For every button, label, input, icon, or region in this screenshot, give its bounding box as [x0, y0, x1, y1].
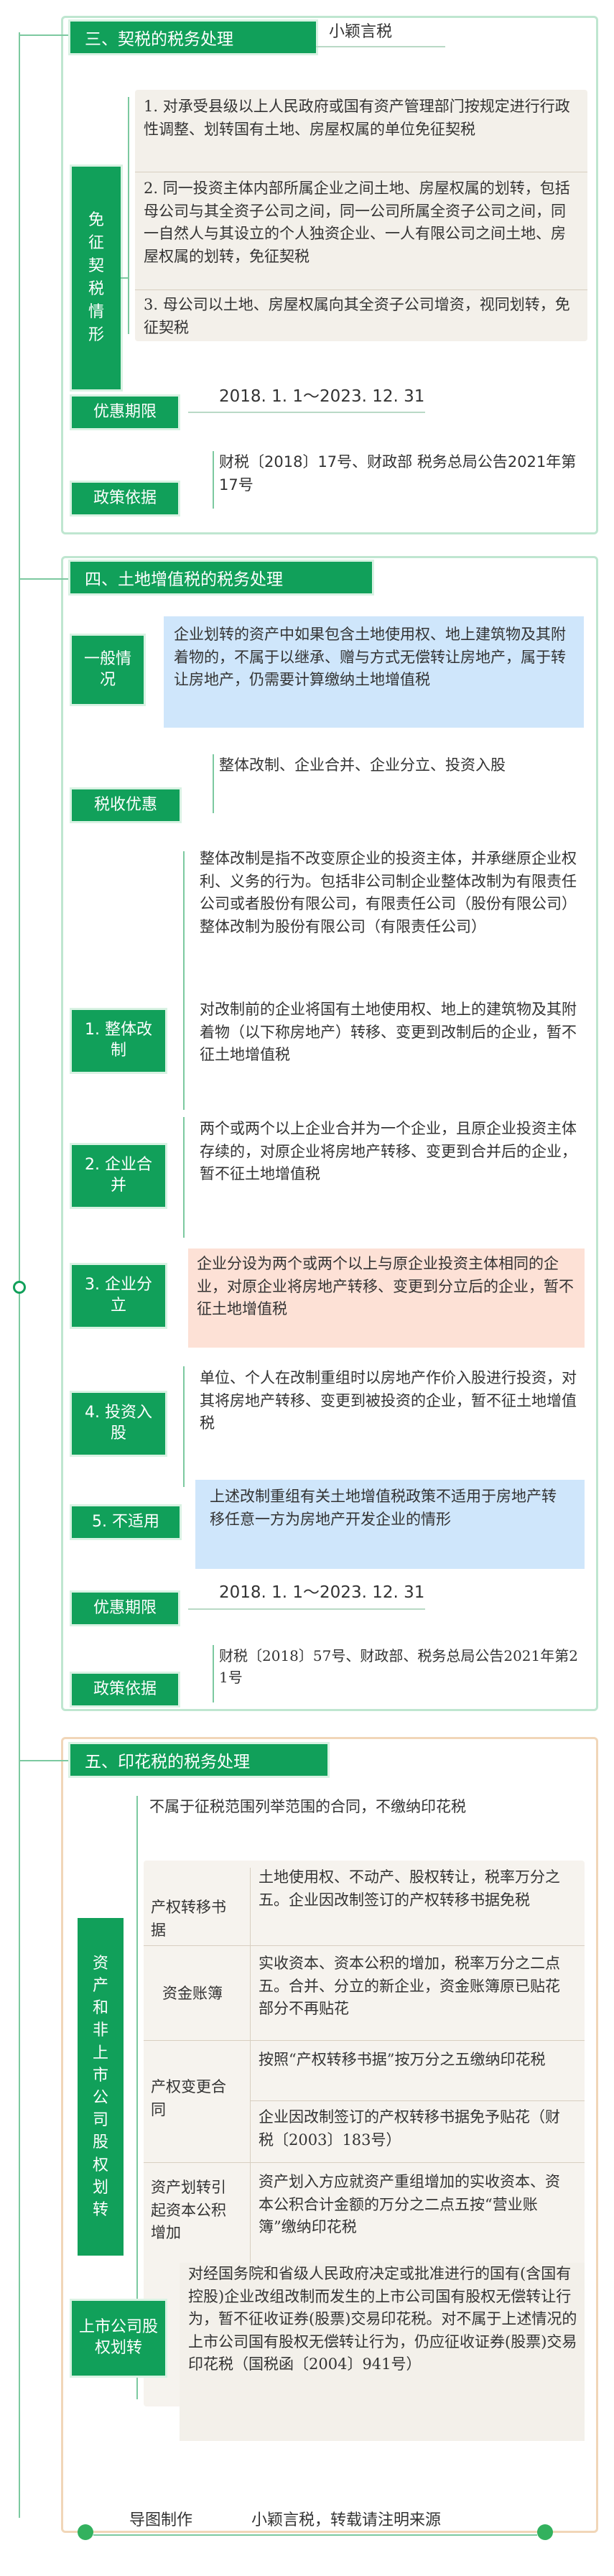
invest-tag: 4. 投资入股: [72, 1393, 165, 1455]
benefit-text: 整体改制、企业合并、企业分立、投资入股: [219, 756, 506, 774]
footer-right-leaf-icon: [537, 2524, 553, 2540]
footer-text: 小颖言税，转载请注明来源: [251, 2511, 442, 2529]
section-stamp-tax-frame: [61, 1737, 598, 2533]
split-text: 企业分设为两个或两个以上与原企业投资主体相同的企业，对原企业将房地产转移、变更到…: [188, 1248, 585, 1348]
section-land-tax-title: 四、土地增值税的税务处理: [70, 562, 372, 593]
land-basis-value: 财税〔2018〕57号、财政部、税务总局公告2021年第21号: [219, 1647, 578, 1686]
section-land-tax-frame: [61, 556, 598, 1711]
spine-line: [19, 32, 20, 2518]
deed-basis-tag: 政策依据: [72, 483, 178, 514]
general-case-text: 企业划转的资产中如果包含土地使用权、地上建筑物及其附着物的，不属于以继承、赠与方…: [164, 616, 584, 728]
invest-text: 单位、个人在改制重组时以房地产作价入股进行投资，对其将房地产转移、变更到被投资的…: [200, 1369, 577, 1432]
exempt-cases-tag: 免征契税情形: [72, 167, 121, 389]
deed-basis-value: 财税〔2018〕17号、财政部 税务总局公告2021年第17号: [219, 453, 577, 494]
listed-equity-text: 对经国务院和省级人民政府决定或批准进行的国有(含国有控股)企业改组改制而发生的上…: [188, 2265, 577, 2373]
row-capital-reserve-text: 资产划入方应就资产重组增加的实收资本、资本公积合计金额的万分之二点五按“营业账簿…: [259, 2173, 560, 2236]
row-capital-account-label: 资金账簿: [162, 1985, 223, 2002]
section-deed-tax-title: 三、契税的税务处理: [70, 22, 316, 53]
general-case-tag: 一般情况: [72, 636, 144, 704]
row-change-contract-label: 产权变更合同: [151, 2078, 226, 2118]
exempt-item-1: 1. 对承受县级以上人民政府或国有资产管理部门按规定进行行政性调整、划转国有土地…: [144, 98, 570, 138]
stamp-intro: 不属于征税范围列举范围的合同，不缴纳印花税: [149, 1798, 466, 1815]
land-period-tag: 优惠期限: [72, 1593, 178, 1624]
merge-text: 两个或两个以上企业合并为一个企业，且原企业投资主体存续的，对原企业将房地产转移、…: [200, 1120, 577, 1182]
asset-equity-transfer-tag: 资产和非上市公司股权划转: [78, 1918, 124, 2256]
row-property-transfer-label: 产权转移书据: [151, 1899, 226, 1939]
spine-node: [13, 1281, 26, 1294]
land-period-value: 2018. 1. 1～2023. 12. 31: [219, 1583, 425, 1602]
footer-left-leaf-icon: [78, 2524, 93, 2540]
restructure-rule: 对改制前的企业将国有土地使用权、地上的建筑物及其附着物（以下称房地产）转移、变更…: [200, 1001, 577, 1063]
exempt-item-2: 2. 同一投资主体内部所属企业之间土地、房屋权属的划转，包括母公司与其全资子公司…: [144, 180, 570, 265]
restructure-definition: 整体改制是指不改变原企业的投资主体，并承继原企业权利、义务的行为。包括非公司制企…: [200, 850, 577, 935]
merge-tag: 2. 企业合并: [72, 1145, 165, 1207]
restructure-tag: 1. 整体改制: [72, 1010, 165, 1072]
row-capital-reserve-label: 资产划转引起资本公积增加: [151, 2179, 226, 2241]
row-change-contract-text: 按照“产权转移书据”按万分之五缴纳印花税: [259, 2051, 546, 2068]
deed-period-tag: 优惠期限: [72, 397, 178, 428]
land-basis-tag: 政策依据: [72, 1674, 178, 1705]
brand-label: 小颖言税: [329, 23, 393, 41]
exempt-item-3: 3. 母公司以土地、房屋权属向其全资子公司增资，视同划转，免征契税: [144, 296, 570, 336]
footer-label: 导图制作: [129, 2511, 193, 2529]
section-deed-tax-frame: [61, 16, 598, 534]
row-property-transfer-text: 土地使用权、不动产、股权转让，税率万分之五。企业因改制签订的产权转移书据免税: [259, 1868, 560, 1909]
not-applicable-text: 上述改制重组有关土地增值税政策不适用于房地产转移任意一方为房地产开发企业的情形: [195, 1480, 585, 1569]
row-capital-account-text: 实收资本、资本公积的增加，税率万分之二点五。合并、分立的新企业，资金账簿原已贴花…: [259, 1955, 560, 2017]
exempt-cases-list: 1. 对承受县级以上人民政府或国有资产管理部门按规定进行行政性调整、划转国有土地…: [135, 90, 587, 341]
listed-equity-box: [180, 2263, 585, 2441]
listed-equity-tag: 上市公司股权划转: [72, 2301, 165, 2376]
deed-period-value: 2018. 1. 1～2023. 12. 31: [219, 387, 425, 406]
benefit-tag: 税收优惠: [72, 789, 180, 821]
split-tag: 3. 企业分立: [72, 1265, 165, 1327]
not-applicable-tag: 5. 不适用: [72, 1506, 180, 1538]
row-change-contract-exempt: 企业因改制签订的产权转移书据免予贴花（财税〔2003〕183号）: [259, 2108, 560, 2149]
stamp-table: 产权转移书据 土地使用权、不动产、股权转让，税率万分之五。企业因改制签订的产权转…: [144, 1861, 585, 2406]
section-stamp-tax-title: 五、印花税的税务处理: [70, 1744, 327, 1776]
